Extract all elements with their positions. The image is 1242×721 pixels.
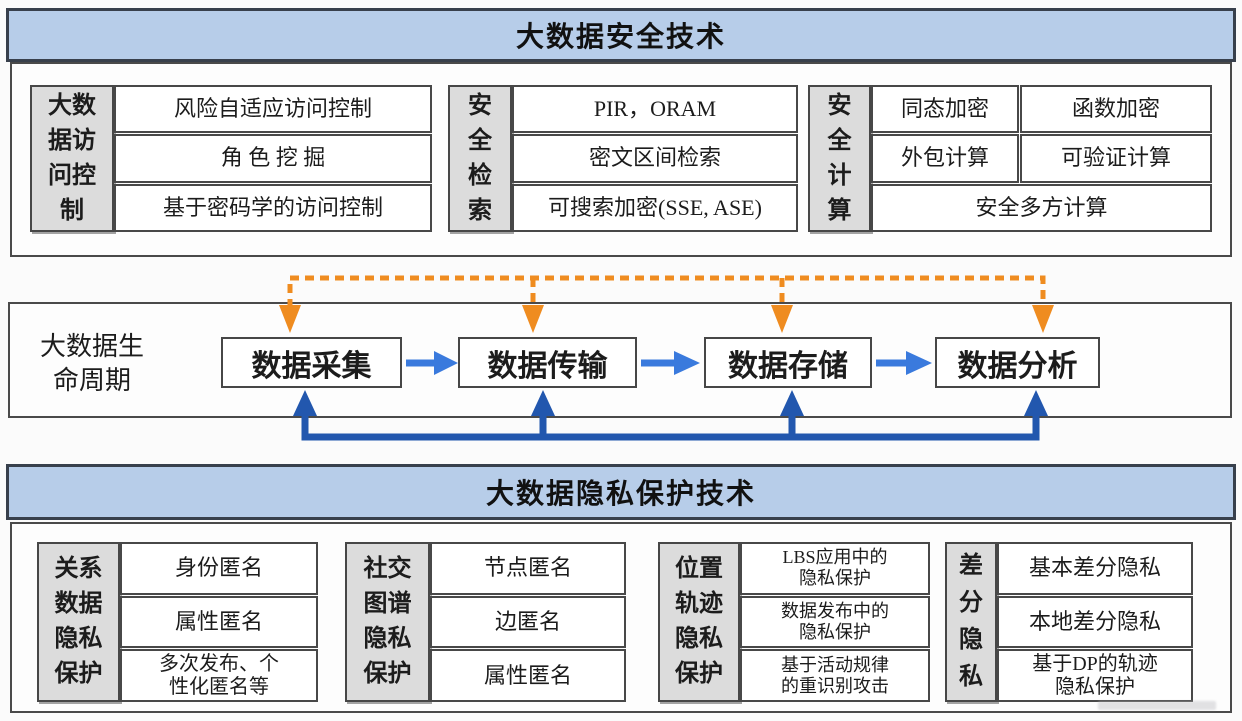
group-label-social-graph-privacy: 社交 图谱 隐私 保护 [345,542,430,702]
item-identity-anonymity: 身份匿名 [120,542,318,595]
item-attribute-anonymity: 属性匿名 [120,595,318,649]
item-verifiable-computation: 可验证计算 [1020,134,1212,183]
item-risk-adaptive-access-control: 风险自适应访问控制 [114,85,432,134]
group-label-relational-data-privacy: 关系 数据 隐私 保护 [37,542,120,702]
item-ciphertext-range-search: 密文区间检索 [512,134,798,183]
item-homomorphic-encryption: 同态加密 [871,85,1019,134]
lifecycle-label: 大数据生 命周期 [39,332,144,395]
stage-data-transmission: 数据传输 [458,337,637,388]
secure-retrieval-items: PIR，ORAM 密文区间检索 可搜索加密(SSE, ASE) [512,85,798,232]
security-section-header: 大数据安全技术 [6,8,1236,62]
item-role-mining: 角 色 挖 掘 [114,134,432,183]
security-title: 大数据安全技术 [515,21,726,52]
access-control-items: 风险自适应访问控制 角 色 挖 掘 基于密码学的访问控制 [114,85,432,232]
item-attribute-anonymity-graph: 属性匿名 [430,649,626,703]
item-outsourced-computation: 外包计算 [871,134,1019,183]
item-dp-based-trajectory-privacy: 基于DP的轨迹 隐私保护 [997,649,1193,703]
social-graph-privacy-items: 节点匿名 边匿名 属性匿名 [430,542,626,703]
item-multi-release-personalized-anonymity: 多次发布、个 性化匿名等 [120,649,318,703]
item-activity-pattern-reidentification-attack: 基于活动规律 的重识别攻击 [740,649,930,703]
group-label-access-control: 大数 据访 问控 制 [30,85,114,232]
item-basic-differential-privacy: 基本差分隐私 [997,542,1193,595]
item-local-differential-privacy: 本地差分隐私 [997,595,1193,649]
group-label-location-trajectory-privacy: 位置 轨迹 隐私 保护 [658,542,740,702]
item-pir-oram: PIR，ORAM [512,85,798,134]
privacy-section-header: 大数据隐私保护技术 [6,464,1236,520]
item-lbs-application-privacy: LBS应用中的 隐私保护 [740,542,930,595]
stage-data-analysis: 数据分析 [935,337,1100,388]
group-label-secure-computation: 安 全 计 算 [808,85,871,232]
location-trajectory-privacy-items: LBS应用中的 隐私保护 数据发布中的 隐私保护 基于活动规律 的重识别攻击 [740,542,930,703]
stage-data-collection: 数据采集 [221,337,402,388]
differential-privacy-items: 基本差分隐私 本地差分隐私 基于DP的轨迹 隐私保护 [997,542,1193,703]
secure-computation-items: 同态加密 函数加密 外包计算 可验证计算 安全多方计算 [871,85,1212,232]
group-label-differential-privacy: 差 分 隐 私 [945,542,997,702]
item-node-anonymity: 节点匿名 [430,542,626,595]
item-searchable-encryption: 可搜索加密(SSE, ASE) [512,183,798,232]
item-edge-anonymity: 边匿名 [430,595,626,649]
group-label-secure-retrieval: 安 全 检 索 [448,85,512,232]
item-crypto-based-access-control: 基于密码学的访问控制 [114,183,432,232]
item-secure-multiparty-computation: 安全多方计算 [871,183,1212,232]
stage-data-storage: 数据存储 [704,337,872,388]
relational-data-privacy-items: 身份匿名 属性匿名 多次发布、个 性化匿名等 [120,542,318,703]
item-data-publishing-privacy: 数据发布中的 隐私保护 [740,595,930,649]
watermark [1098,701,1216,710]
privacy-title: 大数据隐私保护技术 [485,478,756,509]
item-functional-encryption: 函数加密 [1020,85,1212,134]
